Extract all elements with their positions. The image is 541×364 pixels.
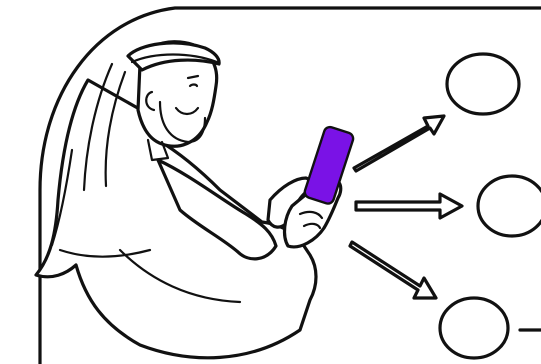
smartphone-icon [303, 125, 354, 205]
arrow-right-icon [350, 116, 462, 298]
man-with-phone-icon [36, 42, 341, 358]
